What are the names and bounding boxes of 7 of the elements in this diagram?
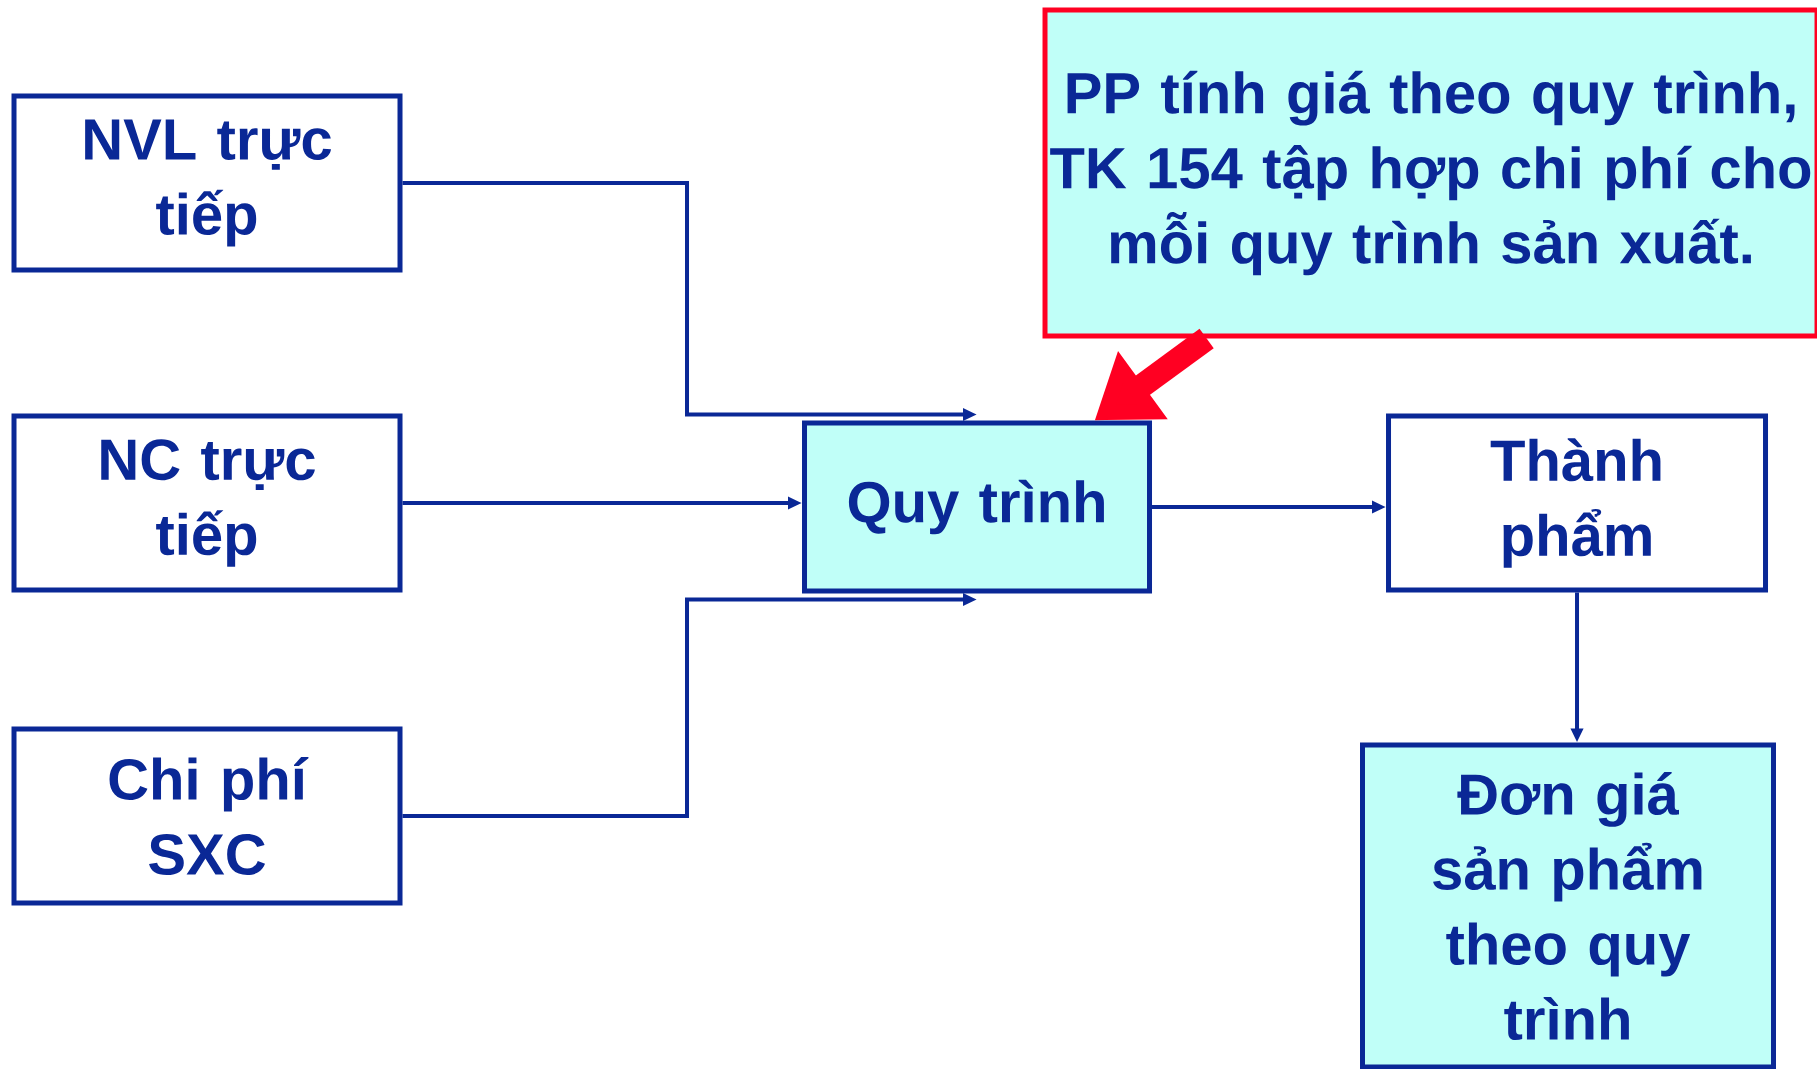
process-box: Chi phí SXC <box>11 726 403 906</box>
callout-box: PP tính giá theo quy trình, TK 154 tập hợp chi phí cho mỗi quy trình sản xuất. <box>1042 7 1817 339</box>
process-box: NVL trực tiếp <box>11 93 403 273</box>
process-box: Thành phẩm <box>1386 413 1768 593</box>
process-box: NC trực tiếp <box>11 413 403 593</box>
process-box: Đơn giá sản phẩm theo quy trình <box>1360 742 1776 1069</box>
process-box: Quy trình <box>802 420 1152 594</box>
